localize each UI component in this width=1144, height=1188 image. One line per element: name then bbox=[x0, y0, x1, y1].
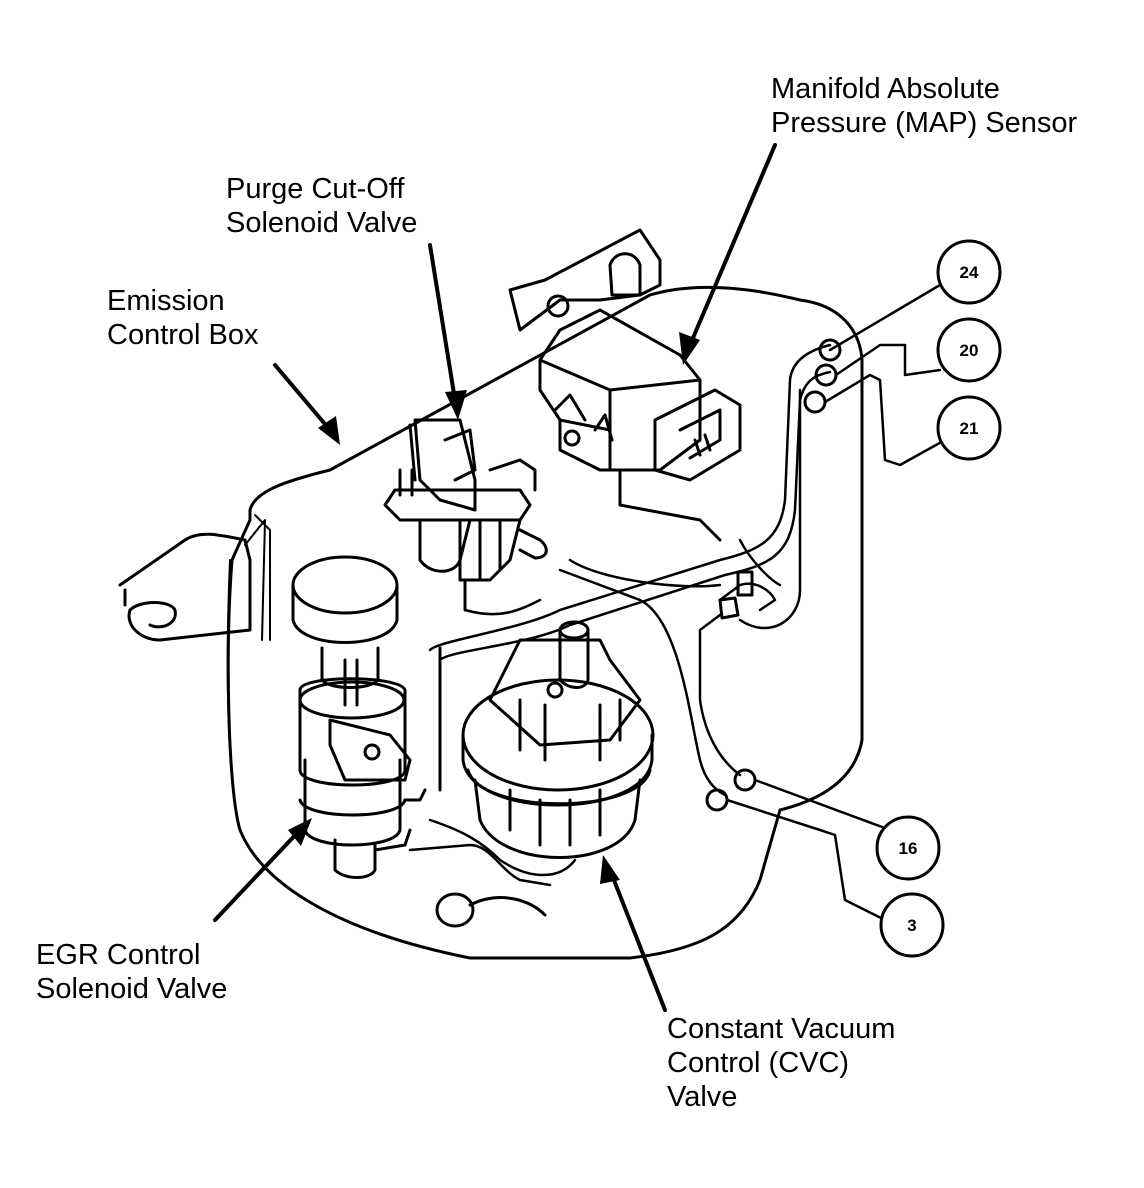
vacuum-hoses bbox=[408, 343, 832, 887]
callout-20-text: 20 bbox=[960, 341, 979, 360]
cvc-valve-label: Constant Vacuum Control (CVC) Valve bbox=[667, 1012, 895, 1114]
cvc-valve-arrow bbox=[608, 868, 667, 1012]
emission-box-arrow bbox=[273, 363, 332, 432]
map-sensor-arrow bbox=[688, 143, 777, 347]
callout-leaders bbox=[725, 283, 947, 922]
purge-valve-label-line1: Purge Cut-Off bbox=[226, 173, 405, 205]
cvc-valve-label-line3: Valve bbox=[667, 1081, 738, 1113]
map-sensor-label-line1: Manifold Absolute bbox=[771, 73, 1000, 105]
emission-box-label-line1: Emission bbox=[107, 285, 225, 317]
plug-fitting bbox=[435, 892, 547, 928]
callout-circle-20 bbox=[936, 317, 1002, 383]
callout-16-text: 16 bbox=[899, 839, 918, 858]
callout-numbers: 24 20 21 16 3 bbox=[899, 263, 979, 935]
egr-valve-label-line2: Solenoid Valve bbox=[36, 973, 228, 1005]
callout-circle-24 bbox=[936, 239, 1002, 305]
callout-3-text: 3 bbox=[907, 916, 916, 935]
callout-24-text: 24 bbox=[960, 263, 979, 282]
callout-21-text: 21 bbox=[960, 419, 979, 438]
map-sensor-label-line2: Pressure (MAP) Sensor bbox=[771, 107, 1078, 139]
egr-valve-arrow bbox=[213, 828, 302, 922]
egr-valve-label: EGR Control Solenoid Valve bbox=[36, 938, 227, 1006]
cvc-valve-body bbox=[438, 620, 655, 859]
egr-solenoid-valve-body bbox=[291, 555, 427, 879]
cvc-valve-label-line2: Control (CVC) bbox=[667, 1047, 850, 1079]
cvc-valve-label-line1: Constant Vacuum bbox=[667, 1013, 896, 1045]
map-sensor-label: Manifold Absolute Pressure (MAP) Sensor bbox=[771, 72, 1077, 140]
egr-valve-label-line1: EGR Control bbox=[36, 939, 201, 971]
purge-valve-label-line2: Solenoid Valve bbox=[226, 207, 418, 239]
purge-valve-label: Purge Cut-Off Solenoid Valve bbox=[226, 172, 417, 240]
pointer-arrows bbox=[213, 143, 777, 1012]
callout-circles bbox=[875, 239, 1002, 958]
emission-box-label: Emission Control Box bbox=[107, 284, 259, 352]
emission-box-label-line2: Control Box bbox=[107, 319, 259, 351]
left-mounting-bracket bbox=[118, 519, 266, 642]
purge-solenoid-valve-body bbox=[383, 418, 548, 612]
callout-circle-3 bbox=[879, 892, 945, 958]
arrow-heads bbox=[288, 332, 700, 884]
purge-valve-arrow bbox=[428, 243, 457, 402]
emission-control-box-outline bbox=[226, 285, 864, 960]
callout-circle-16 bbox=[875, 815, 941, 881]
top-mounting-bracket bbox=[508, 228, 662, 332]
map-sensor-body bbox=[538, 308, 742, 542]
callout-circle-21 bbox=[936, 395, 1002, 461]
